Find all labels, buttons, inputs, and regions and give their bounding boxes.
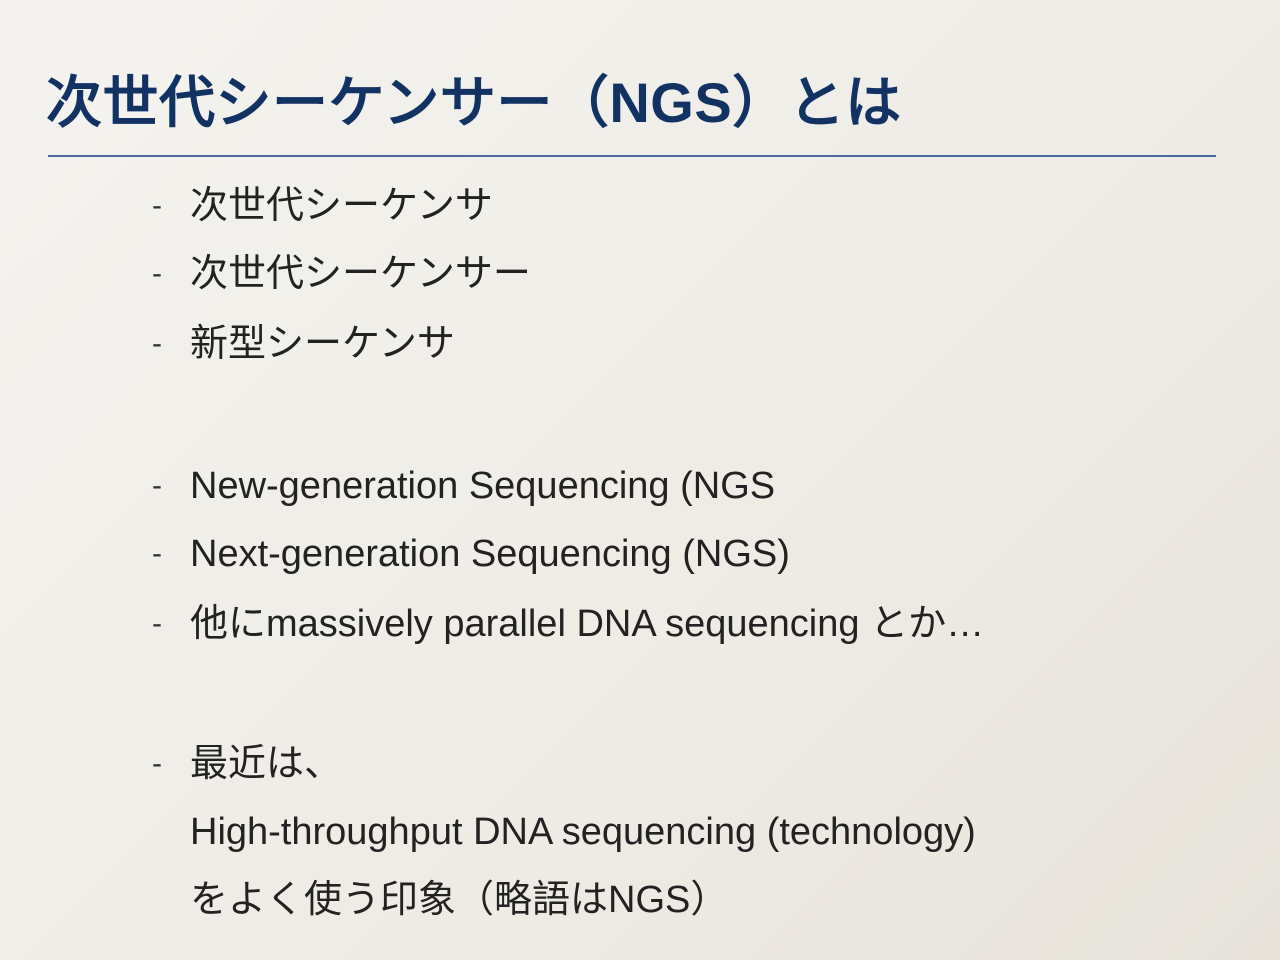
title-divider xyxy=(48,155,1216,157)
bullet-text: Next-generation Sequencing (NGS) xyxy=(190,533,790,575)
bullet-line: をよく使う印象（略語はNGS） xyxy=(190,879,729,921)
bullet-marker: - xyxy=(152,747,162,780)
bullet-text: 次世代シーケンサ xyxy=(190,185,493,227)
bullet-text: 新型シーケンサ xyxy=(190,323,455,365)
bullet-text: 他にmassively parallel DNA sequencing とか… xyxy=(190,603,985,645)
bullet-marker: - xyxy=(152,189,162,222)
bullet-text: New-generation Sequencing (NGS xyxy=(190,465,776,507)
bullet-marker: - xyxy=(152,607,162,640)
bullet-marker: - xyxy=(152,257,162,290)
bullet-text-multiline: 最近は、 High-throughput DNA sequencing (tec… xyxy=(190,730,976,934)
bullet-marker: - xyxy=(152,327,162,360)
bullet-text: 次世代シーケンサー xyxy=(190,253,531,295)
bullet-line: 最近は、 xyxy=(190,743,343,785)
slide-title: 次世代シーケンサー（NGS）とは xyxy=(46,71,902,134)
bullet-line: High-throughput DNA sequencing (technolo… xyxy=(190,811,976,853)
bullet-marker: - xyxy=(152,469,162,502)
bullet-marker: - xyxy=(152,537,162,570)
